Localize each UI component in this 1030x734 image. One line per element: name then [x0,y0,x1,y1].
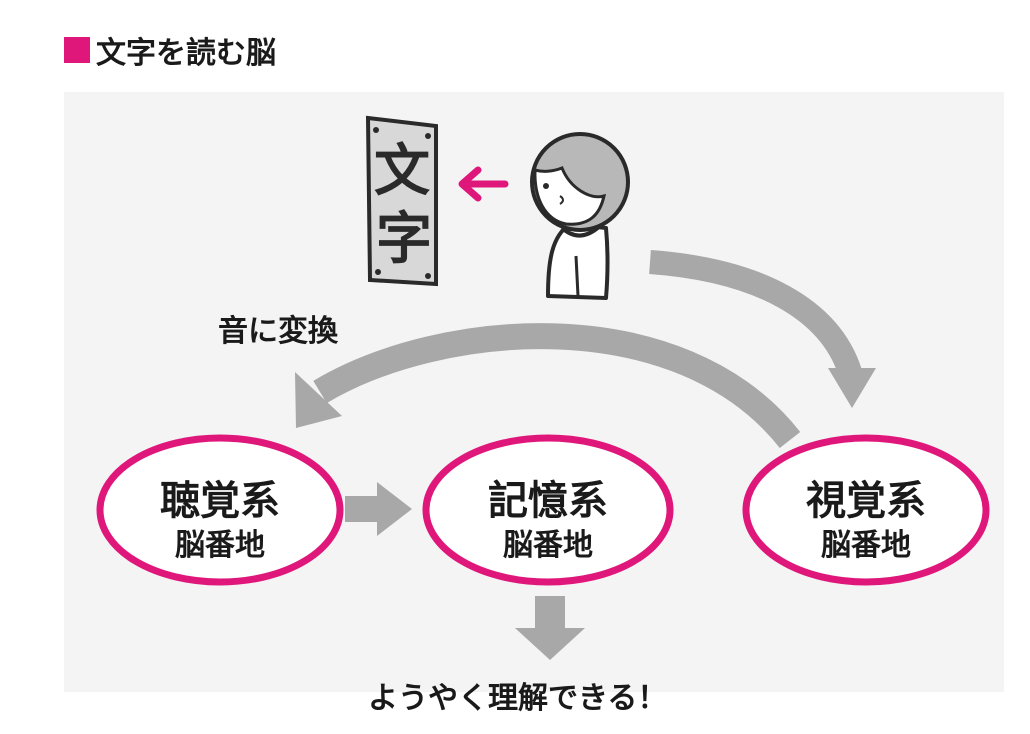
node-ellipse-memory [422,434,674,586]
convert-to-sound-label: 音に変換 [218,314,338,349]
diagram-title-block: 文字を読む脳 [64,28,276,72]
arrow-person-to-visual [649,250,862,377]
node-sub-visual: 脳番地 [821,528,911,563]
arrowhead-memory [377,482,412,536]
arrow-visual-to-auditory [313,323,801,449]
node-title-auditory: 聴覚系 [160,478,280,524]
person-illustration [530,132,630,300]
node-sub-auditory: 脳番地 [175,528,265,563]
arrowhead-visual [828,368,876,408]
arrow-auditory-to-memory [345,496,377,522]
sign-char-2: 字 [376,206,432,272]
title-marker-square [64,37,90,63]
node-title-memory: 記憶系 [488,478,608,524]
page-title: 文字を読む脳 [96,36,276,71]
gaze-arrow [458,166,509,202]
node-sub-memory: 脳番地 [503,528,593,563]
arrowhead-down [515,628,585,660]
understanding-label: ようやく理解できる！ [368,681,668,716]
arrow-memory-down [535,596,565,630]
character-sign: 文 字 [365,115,438,287]
node-ellipse-auditory [96,434,344,586]
node-title-visual: 視覚系 [806,478,926,524]
sign-char-1: 文 [374,138,430,204]
arrowhead-auditory [295,372,342,428]
node-ellipse-visual [742,434,990,586]
